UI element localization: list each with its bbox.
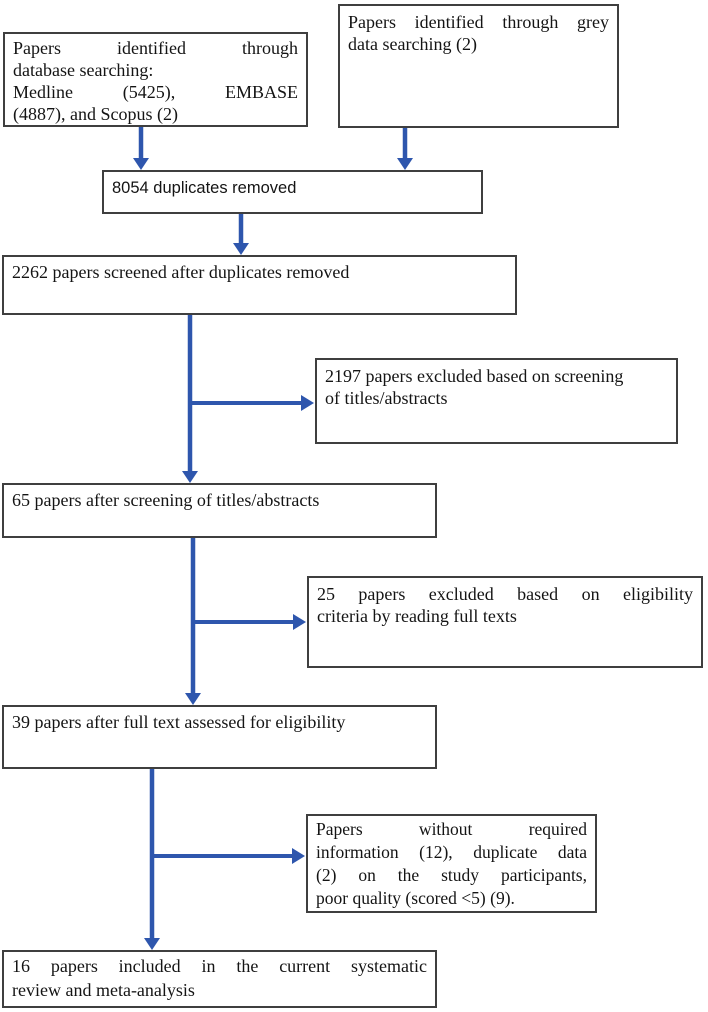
box-text-line: Medline (5425), EMBASE [13, 82, 298, 102]
box-text-line: (2) on the study participants, [316, 865, 587, 885]
box-excluded-eligibility: 25 papers excluded based on eligibility … [307, 576, 703, 668]
box-text-line: 25 papers excluded based on eligibility [317, 584, 693, 604]
box-text-line: database searching: [13, 60, 154, 80]
box-text-line: information (12), duplicate data [316, 842, 587, 862]
arrow-branch-excluded-screening [190, 395, 314, 411]
arrow-duplicates-to-screened [233, 214, 249, 255]
box-text-line: Papers without required [316, 819, 587, 839]
box-text-line: 16 papers included in the current system… [12, 956, 427, 976]
arrow-grey-to-duplicates [397, 128, 413, 170]
box-text-line: 39 papers after full text assessed for e… [12, 712, 346, 732]
box-excluded-full-text: Papers without required information (12)… [306, 814, 597, 913]
box-full-text-assessed: 39 papers after full text assessed for e… [2, 705, 437, 769]
box-text-line: poor quality (scored <5) (9). [316, 888, 515, 908]
box-text-line: 2262 papers screened after duplicates re… [12, 262, 350, 282]
arrow-branch-excluded-full-text [152, 848, 305, 864]
arrow-full-text-to-included [144, 769, 160, 950]
arrow-branch-excluded-eligibility [193, 614, 306, 630]
box-text-line: (4887), and Scopus (2) [13, 104, 178, 124]
box-text-line: review and meta-analysis [12, 980, 195, 1000]
arrow-screened-to-after-screening [182, 315, 198, 483]
box-text-line: 65 papers after screening of titles/abst… [12, 490, 320, 510]
box-text-line: data searching (2) [348, 34, 477, 54]
box-text-line: 8054 duplicates removed [112, 179, 297, 197]
box-screened: 2262 papers screened after duplicates re… [2, 255, 517, 315]
box-text-line: criteria by reading full texts [317, 606, 517, 626]
box-duplicates-removed: 8054 duplicates removed [102, 170, 483, 214]
box-text-line: 2197 papers excluded based on screening [325, 366, 624, 386]
box-text-line: Papers identified through grey [348, 12, 609, 32]
box-text-line: of titles/abstracts [325, 388, 448, 408]
arrow-after-screening-to-full-text [185, 538, 201, 705]
box-after-screening: 65 papers after screening of titles/abst… [2, 483, 437, 538]
arrow-database-to-duplicates [133, 127, 149, 170]
box-excluded-screening: 2197 papers excluded based on screening … [315, 358, 678, 444]
box-grey-search: Papers identified through grey data sear… [338, 4, 619, 128]
box-database-search: Papers identified through database searc… [3, 32, 308, 127]
box-included: 16 papers included in the current system… [2, 950, 437, 1008]
box-text-line: Papers identified through [13, 38, 298, 58]
